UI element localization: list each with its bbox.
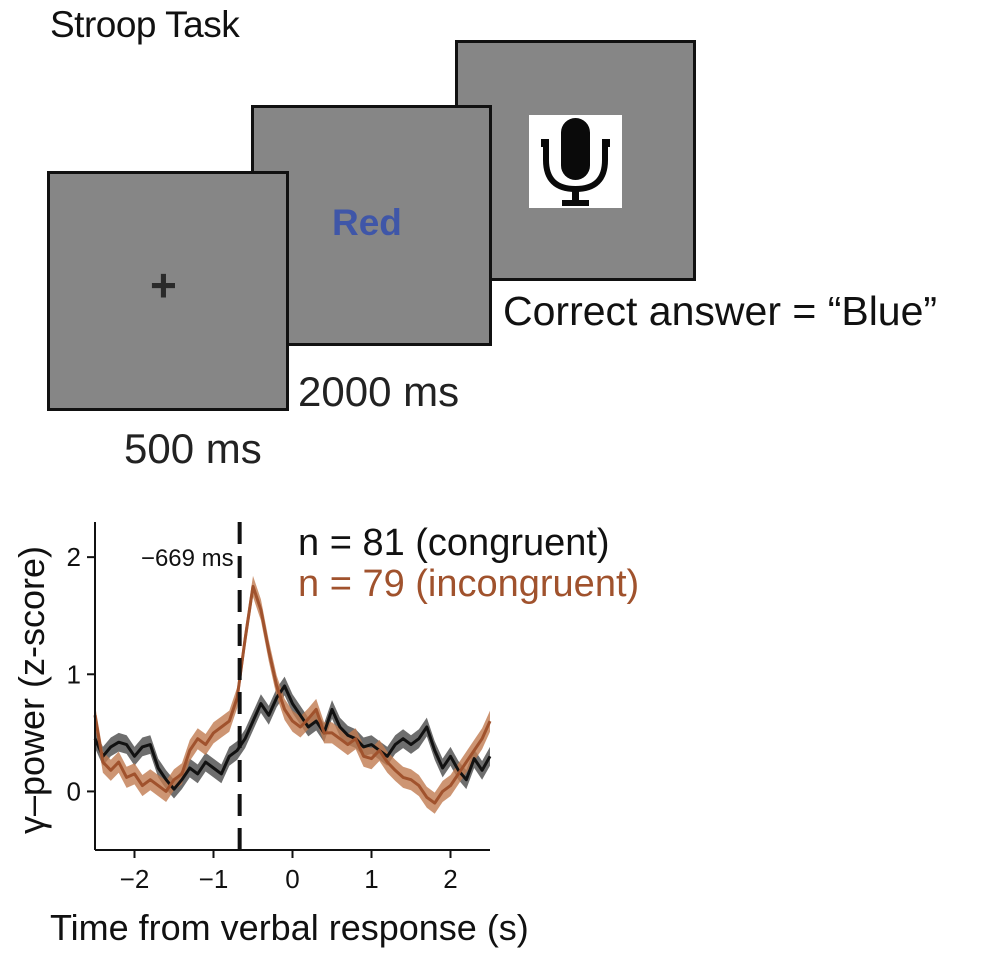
error-bands	[95, 575, 490, 814]
fixation-duration-label: 500 ms	[124, 425, 262, 472]
x-tick-label: −1	[199, 864, 229, 894]
y-tick-label: 2	[67, 542, 81, 572]
fixation-cross: +	[150, 259, 177, 311]
series-lines	[93, 584, 492, 805]
x-axis-label: Time from verbal response (s)	[50, 907, 529, 948]
y-tick-label: 1	[67, 659, 81, 689]
series-line-incongruent	[93, 584, 492, 805]
error-band-congruent	[95, 676, 490, 799]
correct-answer-label: Correct answer = “Blue”	[503, 288, 938, 334]
x-ticks: −2 −1 0 1 2	[120, 850, 458, 894]
error-band-incongruent	[95, 575, 490, 814]
y-ticks: 0 1 2	[67, 542, 95, 806]
legend-congruent: n = 81 (congruent)	[298, 522, 610, 564]
microphone-icon	[541, 118, 610, 206]
x-tick-label: 2	[443, 864, 457, 894]
y-tick-label: 0	[67, 776, 81, 806]
x-tick-label: 1	[364, 864, 378, 894]
y-axis-label: γ–power (z-score)	[11, 546, 52, 834]
stimulus-screen	[251, 105, 492, 346]
task-title: Stroop Task	[50, 4, 240, 45]
stimulus-word: Red	[332, 202, 402, 243]
x-tick-label: 0	[285, 864, 299, 894]
series-line-congruent	[93, 684, 492, 791]
fixation-screen	[47, 171, 289, 411]
microphone-panel	[529, 115, 622, 208]
onset-annotation: −669 ms	[141, 545, 234, 572]
x-tick-label: −2	[120, 864, 150, 894]
stimulus-duration-label: 2000 ms	[298, 368, 460, 415]
legend-incongruent: n = 79 (incongruent)	[298, 563, 639, 605]
